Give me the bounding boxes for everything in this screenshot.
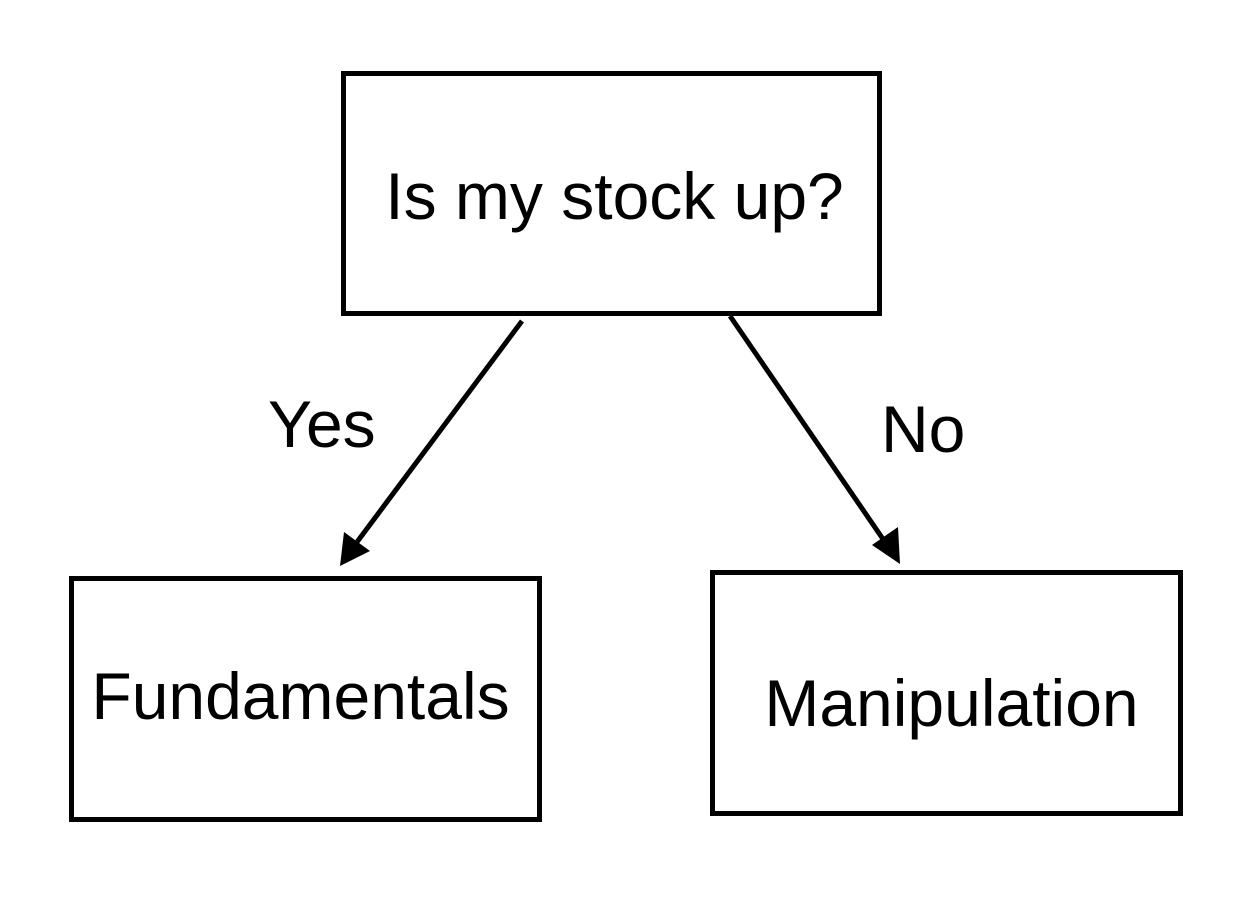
outcome-node-fundamentals-label: Fundamentals bbox=[91, 659, 510, 733]
edge-label-yes: Yes bbox=[268, 387, 376, 461]
edge-no-line bbox=[727, 314, 888, 544]
edge-yes-line bbox=[354, 319, 525, 544]
edge-yes bbox=[340, 319, 525, 566]
edge-label-no: No bbox=[881, 392, 966, 466]
edge-no bbox=[727, 314, 900, 564]
decision-node-root-label: Is my stock up? bbox=[385, 158, 844, 233]
outcome-node-fundamentals: Fundamentals bbox=[69, 576, 542, 822]
edge-no-arrowhead bbox=[872, 527, 900, 564]
outcome-node-manipulation: Manipulation bbox=[710, 570, 1183, 816]
decision-node-root: Is my stock up? bbox=[341, 71, 882, 316]
edge-yes-arrowhead bbox=[340, 532, 370, 566]
outcome-node-manipulation-label: Manipulation bbox=[764, 666, 1139, 740]
